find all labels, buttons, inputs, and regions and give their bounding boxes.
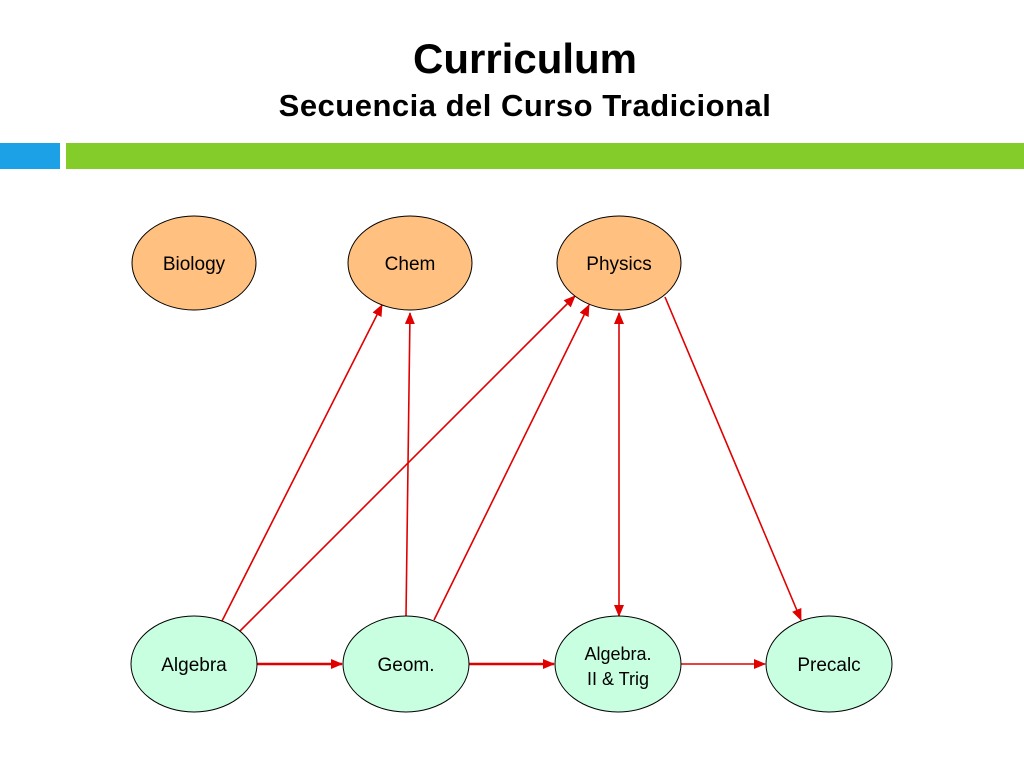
arrow-geom-to-chem — [404, 312, 415, 618]
node-algebra2: Algebra. II & Trig — [554, 615, 682, 713]
node-algebra: Algebra — [130, 615, 258, 713]
node-chem: Chem — [347, 215, 473, 311]
node-geom: Geom. — [342, 615, 470, 713]
node-algebra-label: Algebra — [161, 655, 227, 676]
accent-bar-blue — [0, 143, 60, 169]
arrow-physics-to-precalc — [664, 296, 802, 621]
node-precalc: Precalc — [765, 615, 893, 713]
node-biology: Biology — [131, 215, 257, 311]
node-algebra2-shape — [554, 615, 682, 713]
node-precalc-label: Precalc — [797, 655, 860, 676]
arrows — [221, 295, 802, 669]
node-precalc-shape — [765, 615, 893, 713]
node-geom-label: Geom. — [377, 655, 434, 676]
arrow-algebra-to-chem — [221, 304, 383, 622]
node-geom-shape — [342, 615, 470, 713]
node-chem-shape — [347, 215, 473, 311]
node-biology-label: Biology — [163, 254, 226, 275]
node-physics-shape — [556, 215, 682, 311]
node-physics: Physics — [556, 215, 682, 311]
accent-bar-green — [66, 143, 1024, 169]
node-algebra2-label-line2: II & Trig — [587, 669, 649, 689]
arrow-geom-to-physics — [433, 304, 590, 621]
node-algebra2-label-line1: Algebra. — [584, 644, 651, 664]
node-biology-shape — [131, 215, 257, 311]
node-algebra-shape — [130, 615, 258, 713]
slide-subtitle: Secuencia del Curso Tradicional — [278, 88, 772, 123]
slide-title: Curriculum — [412, 35, 638, 82]
node-physics-label: Physics — [586, 254, 651, 275]
node-chem-label: Chem — [385, 254, 436, 275]
